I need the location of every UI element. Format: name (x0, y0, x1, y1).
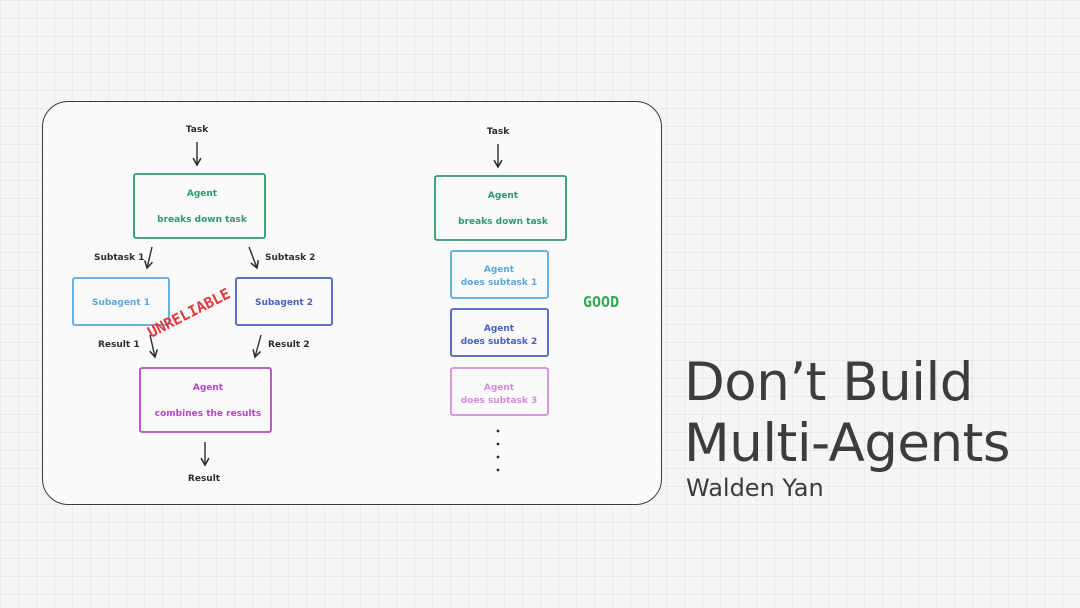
right-agent-top-title: Agent (488, 191, 519, 201)
left-agent-bottom-subtitle: combines the results (155, 409, 261, 419)
left-agent-bottom-box (139, 367, 272, 433)
right-step3-subtitle: does subtask 3 (461, 396, 538, 406)
right-step1-title: Agent (484, 265, 515, 275)
left-result2-label: Result 2 (268, 340, 310, 350)
left-agent-bottom-title: Agent (193, 383, 224, 393)
right-task-label: Task (487, 127, 510, 137)
left-subagent2-box (235, 277, 333, 326)
right-step2-box (450, 308, 549, 357)
left-task-label: Task (186, 125, 209, 135)
right-step1-subtitle: does subtask 1 (461, 278, 538, 288)
left-result1-label: Result 1 (98, 340, 140, 350)
right-step3-title: Agent (484, 383, 515, 393)
left-subtask2-arrow (248, 246, 259, 270)
diagram-card: Task Agent breaks down task Subtask 1 Su… (42, 101, 662, 505)
slide-title: Don’t Build Multi-Agents (684, 352, 1011, 474)
left-subagent1-label: Subagent 1 (92, 298, 150, 308)
unreliable-label: UNRELIABLE (145, 285, 234, 342)
right-agent-top-box (434, 175, 567, 241)
continuation-dot (496, 429, 500, 433)
right-agent-top-subtitle: breaks down task (458, 217, 549, 227)
continuation-dot (496, 468, 500, 472)
left-subtask2-label: Subtask 2 (265, 253, 315, 263)
left-result1-arrow (149, 334, 159, 359)
right-step3-box (450, 367, 549, 416)
left-subagent1-box (72, 277, 170, 326)
left-agent-top-subtitle: breaks down task (157, 215, 248, 225)
diagram-svg: Task Agent breaks down task Subtask 1 Su… (72, 125, 619, 484)
good-label: GOOD (583, 293, 619, 311)
left-agent-top-box (133, 173, 266, 239)
left-result2-arrow (252, 334, 262, 359)
left-result-label: Result (188, 474, 221, 484)
slide-title-line1: Don’t Build (684, 352, 973, 413)
slide-title-line2: Multi-Agents (684, 413, 1011, 474)
left-subtask1-label: Subtask 1 (94, 253, 144, 263)
right-step2-title: Agent (484, 324, 515, 334)
left-agent-top-title: Agent (187, 189, 218, 199)
right-step1-box (450, 250, 549, 299)
continuation-dot (496, 455, 500, 459)
left-subtask1-arrow (144, 246, 153, 270)
right-step2-subtitle: does subtask 2 (461, 337, 538, 347)
left-subagent2-label: Subagent 2 (255, 298, 313, 308)
continuation-dot (496, 442, 500, 446)
author-name: Walden Yan (686, 474, 824, 502)
